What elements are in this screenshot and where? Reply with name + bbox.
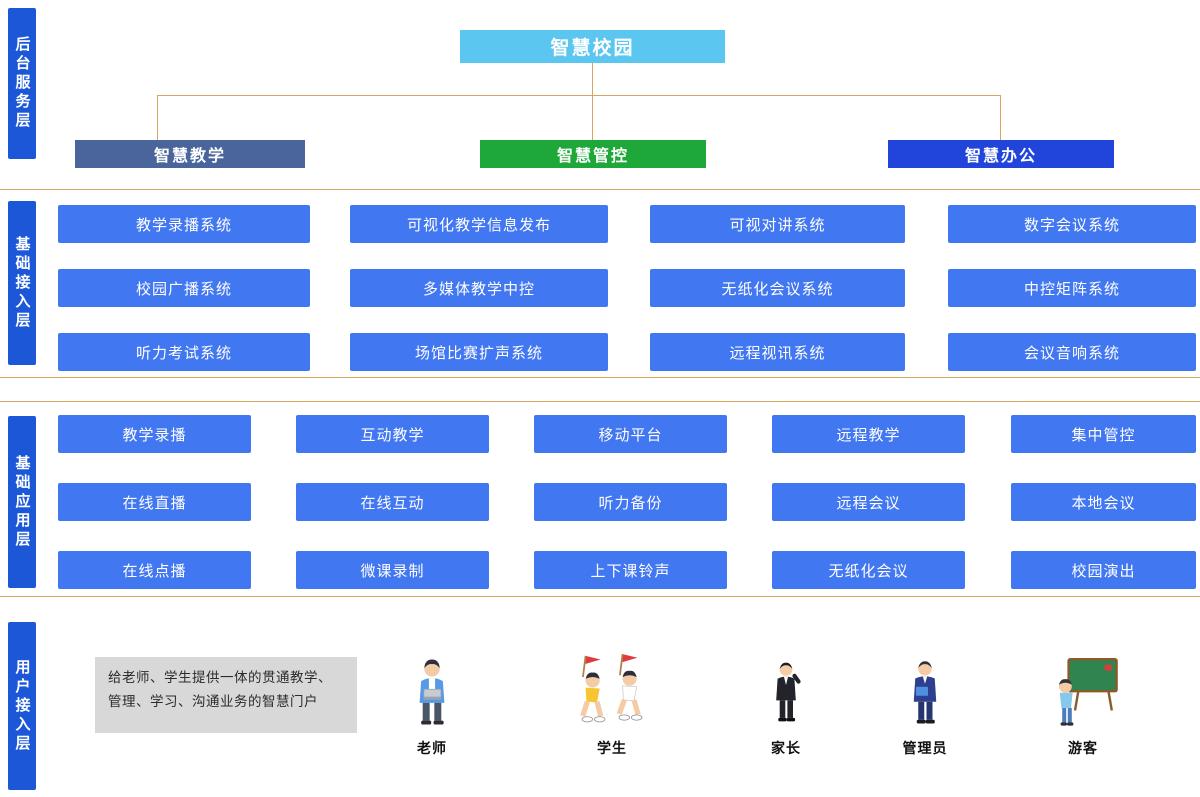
user-visitor: 游客 <box>1035 640 1131 758</box>
user-label-teacher: 老师 <box>417 740 447 756</box>
app-box-listening-backup: 听力备份 <box>534 483 727 521</box>
access-box-broadcast-system: 校园广播系统 <box>58 269 310 307</box>
app-box-online-interaction: 在线互动 <box>296 483 489 521</box>
access-box-listening-exam-system: 听力考试系统 <box>58 333 310 371</box>
user-admin: 管理员 <box>877 640 973 758</box>
app-box-interactive-teaching: 互动教学 <box>296 415 489 453</box>
access-box-multimedia-control: 多媒体教学中控 <box>350 269 608 307</box>
access-box-matrix-control: 中控矩阵系统 <box>948 269 1196 307</box>
app-box-paperless-meeting: 无纸化会议 <box>772 551 965 589</box>
access-box-venue-sound-system: 场馆比赛扩声系统 <box>350 333 608 371</box>
portal-description: 给老师、学生提供一体的贯通教学、管理、学习、沟通业务的智慧门户 <box>95 657 357 733</box>
access-box-video-intercom: 可视对讲系统 <box>650 205 905 243</box>
teacher-icon <box>401 640 463 732</box>
access-box-conference-audio: 会议音响系统 <box>948 333 1196 371</box>
access-box-recording-system: 教学录播系统 <box>58 205 310 243</box>
app-box-remote-teaching: 远程教学 <box>772 415 965 453</box>
user-student: 学生 <box>564 640 660 758</box>
app-box-class-bell: 上下课铃声 <box>534 551 727 589</box>
user-label-admin: 管理员 <box>902 740 948 756</box>
app-box-campus-show: 校园演出 <box>1011 551 1196 589</box>
students-icon <box>568 640 656 732</box>
layer-divider <box>0 401 1200 402</box>
connector-line <box>157 95 158 140</box>
user-label-student: 学生 <box>597 740 627 756</box>
category-smart-office: 智慧办公 <box>888 140 1114 168</box>
visitor-icon <box>1043 640 1123 732</box>
user-teacher: 老师 <box>384 640 480 758</box>
layer-band-user-access: 用户接入层 <box>8 622 36 790</box>
layer-band-basic-application: 基础应用层 <box>8 416 36 588</box>
app-box-teaching-recording: 教学录播 <box>58 415 251 453</box>
access-box-remote-video-system: 远程视讯系统 <box>650 333 905 371</box>
connector-line <box>157 95 1000 96</box>
app-box-live-streaming: 在线直播 <box>58 483 251 521</box>
access-box-digital-conference: 数字会议系统 <box>948 205 1196 243</box>
layer-divider <box>0 377 1200 378</box>
parent-icon <box>758 640 814 732</box>
user-parent: 家长 <box>738 640 834 758</box>
connector-line <box>592 63 593 95</box>
app-box-remote-meeting: 远程会议 <box>772 483 965 521</box>
access-box-visual-info-publish: 可视化教学信息发布 <box>350 205 608 243</box>
user-label-visitor: 游客 <box>1068 740 1098 756</box>
connector-line <box>1000 95 1001 140</box>
app-box-local-meeting: 本地会议 <box>1011 483 1196 521</box>
category-smart-teaching: 智慧教学 <box>75 140 305 168</box>
user-label-parent: 家长 <box>771 740 801 756</box>
app-box-central-control: 集中管控 <box>1011 415 1196 453</box>
layer-band-basic-access: 基础接入层 <box>8 201 36 365</box>
layer-divider <box>0 596 1200 597</box>
layer-band-backend-service: 后台服务层 <box>8 8 36 159</box>
app-box-micro-lesson: 微课录制 <box>296 551 489 589</box>
category-smart-control: 智慧管控 <box>480 140 706 168</box>
admin-icon <box>895 640 955 732</box>
access-box-paperless-meeting-system: 无纸化会议系统 <box>650 269 905 307</box>
app-box-on-demand: 在线点播 <box>58 551 251 589</box>
layer-divider <box>0 189 1200 190</box>
app-box-mobile-platform: 移动平台 <box>534 415 727 453</box>
root-node-smart-campus: 智慧校园 <box>460 30 725 63</box>
connector-line <box>592 95 593 140</box>
